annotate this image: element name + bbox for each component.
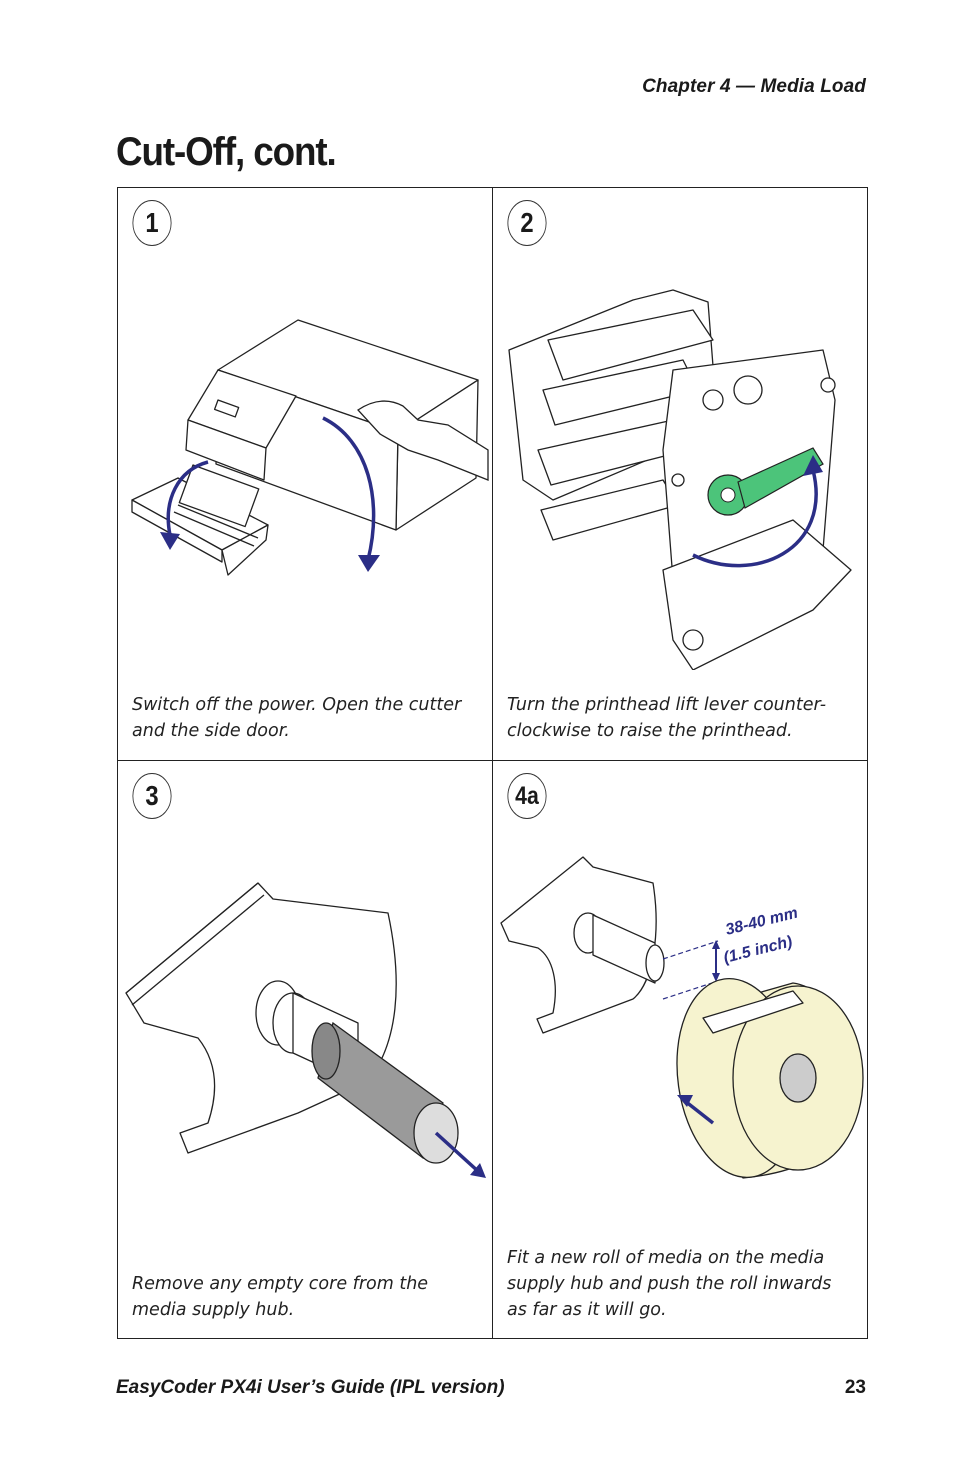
- step-badge-2: 2: [507, 200, 547, 246]
- step-panel-4a: 4a 38-40 mm (1.5 inch): [493, 761, 868, 1339]
- dimension-text-inch: (1.5 inch): [722, 933, 794, 966]
- chapter-header: Chapter 4 — Media Load: [642, 76, 866, 97]
- step-panel-3: 3 Remove any empty core from the media s…: [118, 761, 493, 1339]
- printhead-lever-illustration: [508, 289, 852, 670]
- remove-core-illustration: [125, 882, 486, 1178]
- step-badge-1: 1: [132, 200, 172, 246]
- page-title: Cut-Off, cont.: [116, 130, 337, 174]
- step-caption-1: Switch off the power. Open the cutter an…: [132, 695, 462, 741]
- fit-roll-illustration: 38-40 mm (1.5 inch): [500, 856, 864, 1179]
- footer-page-number: 23: [844, 1377, 866, 1398]
- step-badge-4a: 4a: [507, 773, 547, 819]
- footer-guide-title: EasyCoder PX4i User’s Guide (IPL version…: [116, 1377, 505, 1398]
- step-panel-1: 1: [118, 188, 493, 761]
- step-caption-4a: Fit a new roll of media on the media sup…: [507, 1248, 832, 1320]
- step-caption-2: Turn the printhead lift lever counter-cl…: [507, 695, 827, 741]
- steps-grid: 1: [117, 187, 868, 1339]
- printer-open-illustration: [131, 319, 489, 576]
- step-panel-2: 2: [493, 188, 868, 761]
- step-badge-3: 3: [132, 773, 172, 819]
- step-caption-3: Remove any empty core from the media sup…: [132, 1274, 429, 1320]
